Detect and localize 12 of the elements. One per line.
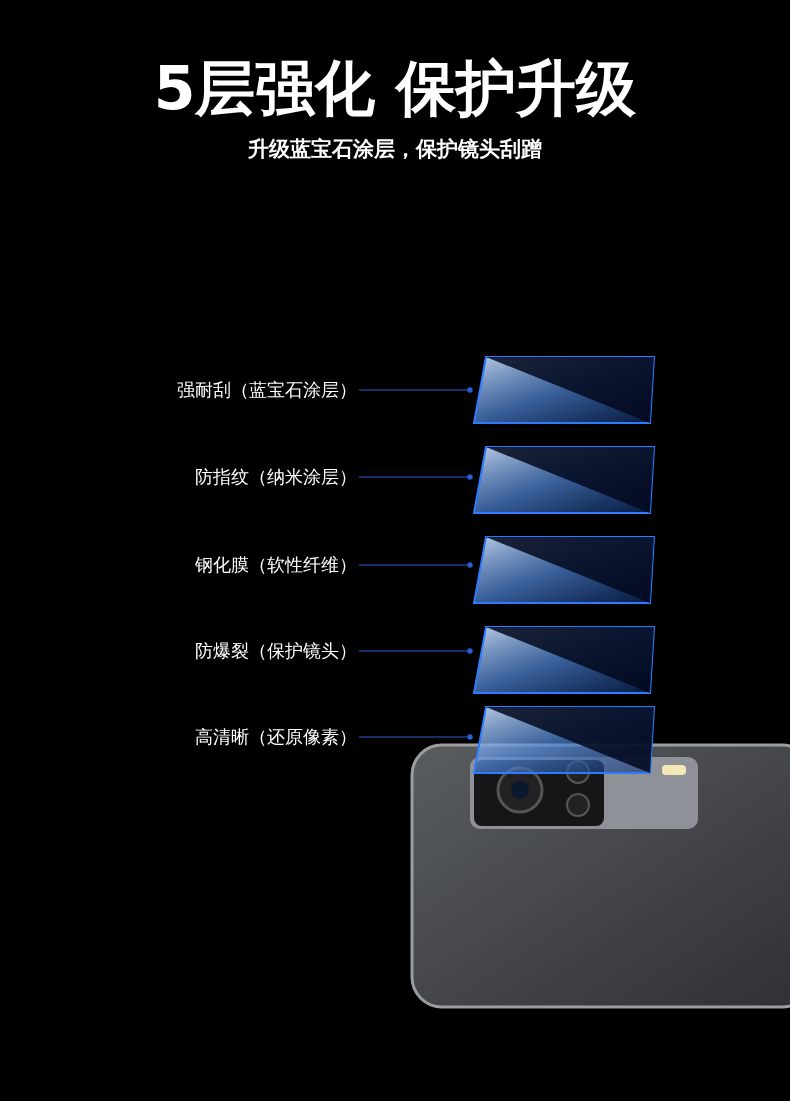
leader-line — [358, 474, 473, 480]
leader-line — [358, 734, 473, 740]
layer-label: 高清晰（还原像素） — [195, 725, 357, 749]
leader-line — [358, 387, 473, 393]
leader-line — [358, 562, 473, 568]
leader-line — [358, 648, 473, 654]
layer-label: 钢化膜（软性纤维） — [195, 553, 357, 577]
layer-label: 防爆裂（保护镜头） — [195, 639, 357, 663]
layer-label: 防指纹（纳米涂层） — [195, 465, 357, 489]
subtitle: 升级蓝宝石涂层，保护镜头刮蹭 — [247, 136, 543, 163]
layer-label: 强耐刮（蓝宝石涂层） — [177, 378, 357, 402]
title: 5层强化 保护升级 — [152, 52, 638, 125]
